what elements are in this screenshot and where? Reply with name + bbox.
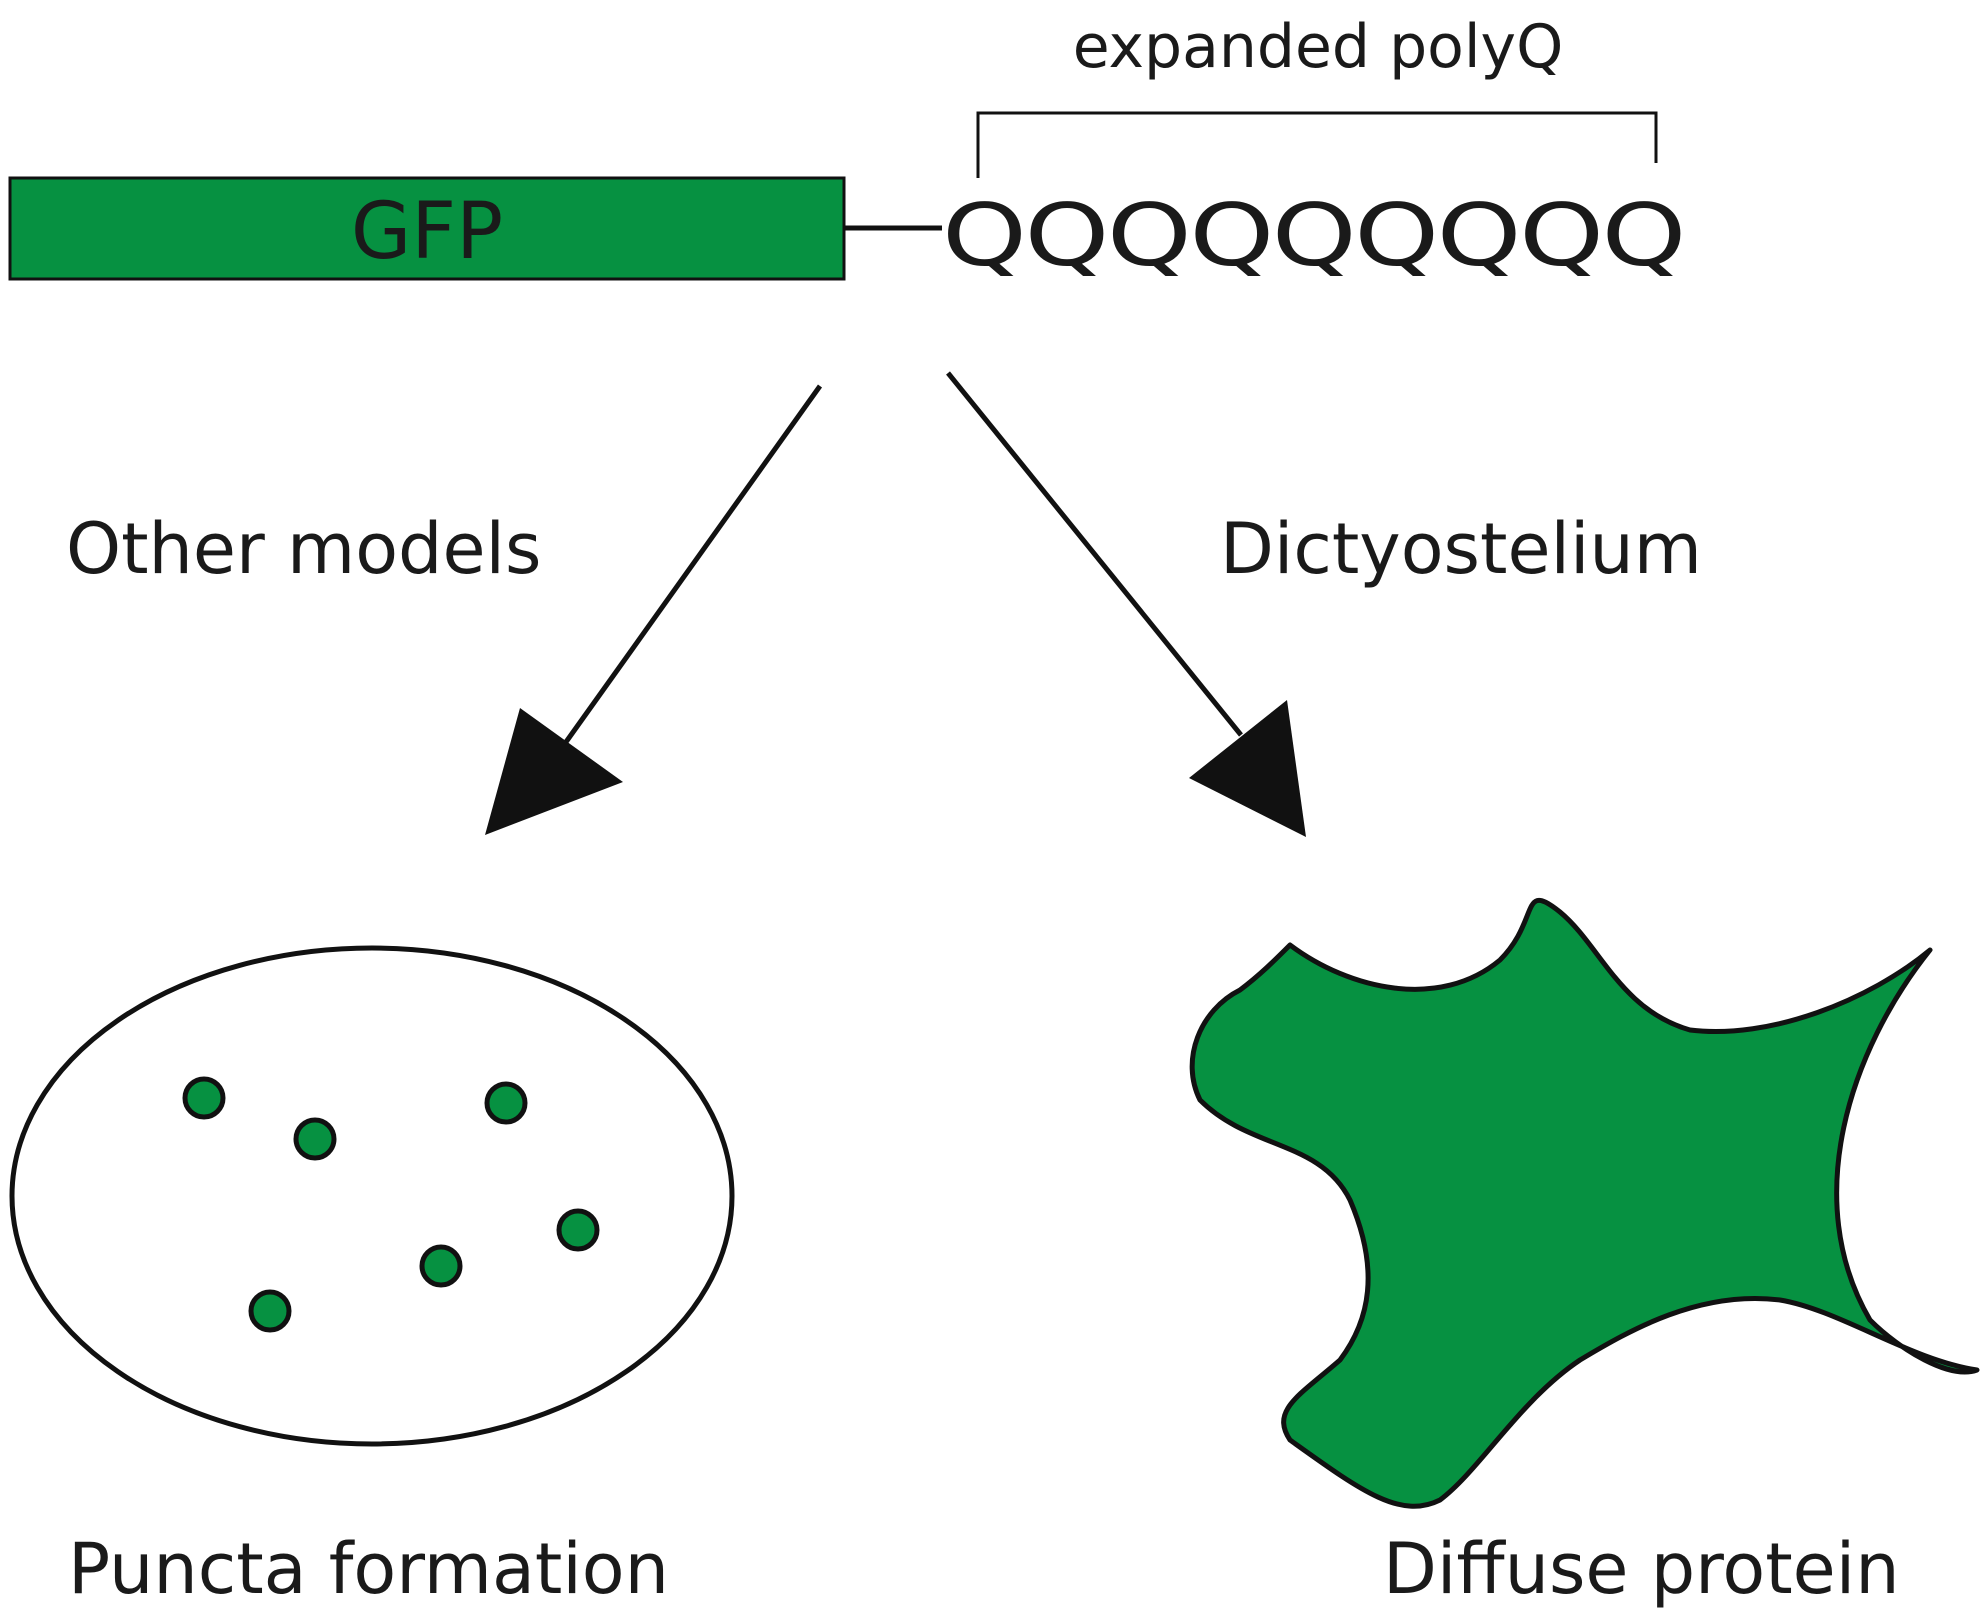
punctum bbox=[293, 1117, 337, 1161]
polyq-bracket bbox=[976, 111, 1658, 178]
right-branch-label: Dictyostelium bbox=[1220, 508, 1702, 590]
punctum bbox=[248, 1289, 292, 1333]
diffuse-cell-shape bbox=[1189, 897, 1980, 1509]
punctum bbox=[419, 1244, 463, 1288]
gfp-bar bbox=[8, 176, 846, 281]
punctum bbox=[484, 1081, 528, 1125]
right-arrowhead bbox=[1189, 700, 1306, 837]
polyq-bracket-label: expanded polyQ bbox=[1073, 12, 1564, 82]
puncta-group bbox=[182, 1076, 600, 1333]
polyq-sequence: QQQQQQQQQ bbox=[942, 186, 1684, 286]
right-arrow-shaft bbox=[946, 371, 1243, 737]
left-branch-label: Other models bbox=[66, 508, 541, 590]
punctum bbox=[182, 1076, 226, 1120]
right-outcome-label: Diffuse protein bbox=[1383, 1528, 1900, 1610]
punctum bbox=[556, 1208, 600, 1252]
gfp-label: GFP bbox=[351, 187, 503, 277]
left-arrowhead bbox=[485, 708, 623, 835]
cell-outline bbox=[9, 945, 735, 1447]
left-outcome-label: Puncta formation bbox=[68, 1528, 669, 1610]
left-arrow-shaft bbox=[563, 384, 823, 744]
